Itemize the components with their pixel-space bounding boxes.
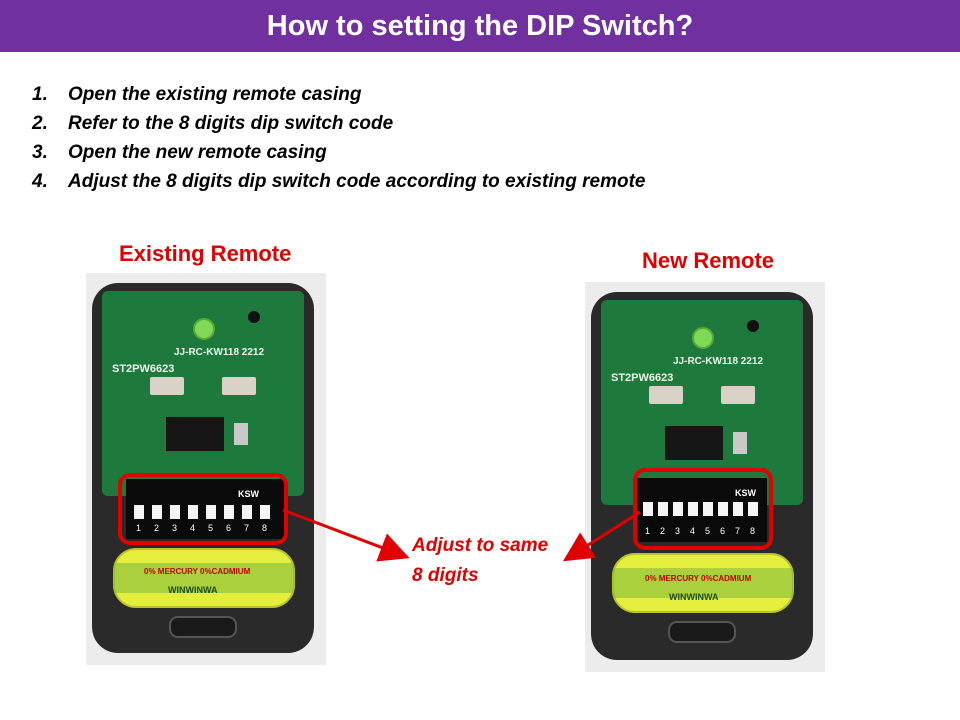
switch-number: 4 [690,526,695,536]
switch-number: 6 [226,523,231,533]
steps-list: 1. Open the existing remote casing 2. Refe… [32,80,645,196]
dip-toggle [188,505,198,519]
step-text: Refer to the 8 digits dip switch code [68,113,394,134]
model-label: ST2PW6623 [611,372,673,384]
dip-toggle [206,505,216,519]
push-button-icon [222,377,256,395]
dip-toggle [748,502,758,516]
existing-remote-photo: JJ-RC-KW118 2212 ST2PW6623 KSW 1 2 3 4 5… [86,273,326,665]
screw-hole-icon [248,311,260,323]
led-icon [692,327,714,349]
switch-number: 5 [705,526,710,536]
battery-text: 0% MERCURY 0%CADMIUM [144,567,251,576]
new-remote-photo: JJ-RC-KW118 2212 ST2PW6623 KSW 1 2 3 4 5… [585,282,825,672]
model-label: ST2PW6623 [112,363,174,375]
step-item: 2. Refer to the 8 digits dip switch code [32,109,645,138]
step-item: 3. Open the new remote casing [32,138,645,167]
pcb-board [601,300,803,505]
switch-number: 3 [675,526,680,536]
dip-toggle [643,502,653,516]
dip-toggle [688,502,698,516]
battery-text: 0% MERCURY 0%CADMIUM [645,574,752,583]
title-bar: How to setting the DIP Switch? [0,0,960,52]
push-button-icon [649,386,683,404]
annotation-line-1: Adjust to same [412,535,549,556]
ksw-label: KSW [238,489,260,499]
switch-number: 5 [208,523,213,533]
arrow-to-new [562,510,641,562]
dip-toggle [658,502,668,516]
battery-brand: WINWINWA [669,592,719,602]
switch-number: 7 [244,523,249,533]
dip-toggle [170,505,180,519]
dip-highlight-box [633,468,773,550]
component-icon [234,423,248,445]
step-number: 3. [32,142,48,163]
step-item: 1. Open the existing remote casing [32,80,645,109]
dip-toggle [152,505,162,519]
switch-number: 7 [735,526,740,536]
screw-hole-icon [747,320,759,332]
switch-number: 1 [136,523,141,533]
existing-remote-label: Existing Remote [119,241,292,266]
step-text: Open the new remote casing [68,142,327,163]
chip-icon [665,426,723,460]
chip-icon [166,417,224,451]
component-icon [733,432,747,454]
adjust-annotation: Adjust to same 8 digits [412,531,548,591]
keyring-slot [668,621,736,643]
remote-illustration: JJ-RC-KW118 2212 ST2PW6623 KSW 1 2 3 4 5… [92,283,314,653]
dip-toggle [260,505,270,519]
dip-toggle [733,502,743,516]
annotation-line-2: 8 digits [412,565,479,586]
battery-band [114,563,294,593]
led-icon [193,318,215,340]
battery-band [613,568,793,598]
ksw-label: KSW [735,488,757,498]
switch-number: 4 [190,523,195,533]
battery-brand: WINWINWA [168,585,218,595]
switch-number: 2 [660,526,665,536]
step-number: 1. [32,84,48,105]
dip-toggle [224,505,234,519]
page-title: How to setting the DIP Switch? [266,10,694,42]
switch-number: 3 [172,523,177,533]
step-text: Open the existing remote casing [68,84,362,105]
step-number: 4. [32,171,48,192]
switch-number: 8 [750,526,755,536]
switch-number: 2 [154,523,159,533]
dip-toggle [242,505,252,519]
push-button-icon [150,377,184,395]
new-remote-label: New Remote [642,248,775,273]
dip-toggle [673,502,683,516]
board-label: JJ-RC-KW118 2212 [673,356,763,367]
switch-number: 6 [720,526,725,536]
dip-toggle [134,505,144,519]
board-label: JJ-RC-KW118 2212 [174,347,264,358]
step-number: 2. [32,113,48,134]
dip-highlight-box [118,473,288,545]
switch-number: 8 [262,523,267,533]
keyring-slot [169,616,237,638]
step-item: 4. Adjust the 8 digits dip switch code ac… [32,167,645,196]
dip-toggle [718,502,728,516]
switch-number: 1 [645,526,650,536]
dip-toggle [703,502,713,516]
step-text: Adjust the 8 digits dip switch code acco… [68,171,646,192]
remote-illustration: JJ-RC-KW118 2212 ST2PW6623 KSW 1 2 3 4 5… [591,292,813,660]
pcb-board [102,291,304,496]
push-button-icon [721,386,755,404]
arrow-to-existing [282,508,410,562]
